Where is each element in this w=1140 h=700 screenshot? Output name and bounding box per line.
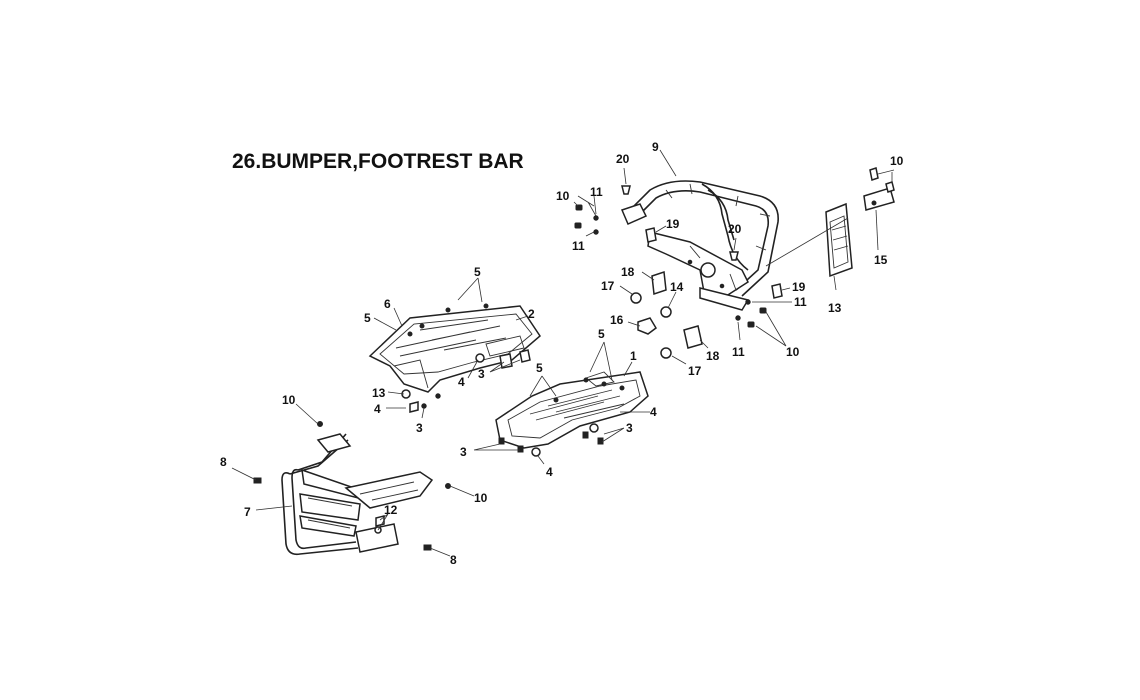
callout-9: 9	[652, 140, 659, 154]
callout-10: 10	[890, 154, 904, 168]
license-plate-bracket	[825, 187, 895, 278]
callout-20: 20	[728, 222, 742, 236]
callout-5: 5	[474, 265, 481, 279]
callout-3: 3	[626, 421, 633, 435]
footrest-left	[368, 303, 541, 413]
callout-8: 8	[450, 553, 457, 567]
callout-4: 4	[650, 405, 657, 419]
rack-fasteners	[574, 167, 895, 359]
callout-5: 5	[364, 311, 371, 325]
callout-18: 18	[621, 265, 635, 279]
callout-19: 19	[792, 280, 806, 294]
callout-2: 2	[528, 307, 535, 321]
callout-11: 11	[794, 295, 807, 309]
callout-1: 1	[630, 349, 637, 363]
diagram-title: 26.BUMPER,FOOTREST BAR	[232, 150, 524, 173]
callout-4: 4	[374, 402, 381, 416]
callout-10: 10	[282, 393, 296, 407]
front-bumper	[253, 421, 451, 556]
callout-3: 3	[460, 445, 467, 459]
callout-3: 3	[478, 367, 485, 381]
callout-13: 13	[372, 386, 386, 400]
callout-11: 11	[572, 239, 585, 253]
callout-12: 12	[384, 503, 398, 517]
callout-6: 6	[384, 297, 391, 311]
callout-16: 16	[610, 313, 624, 327]
callout-10: 10	[474, 491, 488, 505]
callout-4: 4	[546, 465, 553, 479]
callout-11: 11	[732, 345, 745, 359]
callout-7: 7	[244, 505, 251, 519]
callout-17: 17	[688, 364, 702, 378]
callout-5: 5	[536, 361, 543, 375]
callout-14: 14	[670, 280, 684, 294]
callout-15: 15	[874, 253, 888, 267]
callout-10: 10	[556, 189, 570, 203]
callout-11: 11	[590, 185, 603, 199]
rear-rack-bar	[620, 180, 779, 311]
callout-3: 3	[416, 421, 423, 435]
callout-13: 13	[828, 301, 842, 315]
footrest-right	[495, 371, 649, 457]
callout-17: 17	[601, 279, 615, 293]
callout-19: 19	[666, 217, 680, 231]
callout-10: 10	[786, 345, 800, 359]
callout-18: 18	[706, 349, 720, 363]
callout-5: 5	[598, 327, 605, 341]
leader-lines	[231, 149, 895, 557]
callout-20: 20	[616, 152, 630, 166]
callout-4: 4	[458, 375, 465, 389]
callout-8: 8	[220, 455, 227, 469]
callout-labels: 20 9 10 11 19 11 20 18 17 14 16 18 17 19…	[220, 140, 904, 567]
